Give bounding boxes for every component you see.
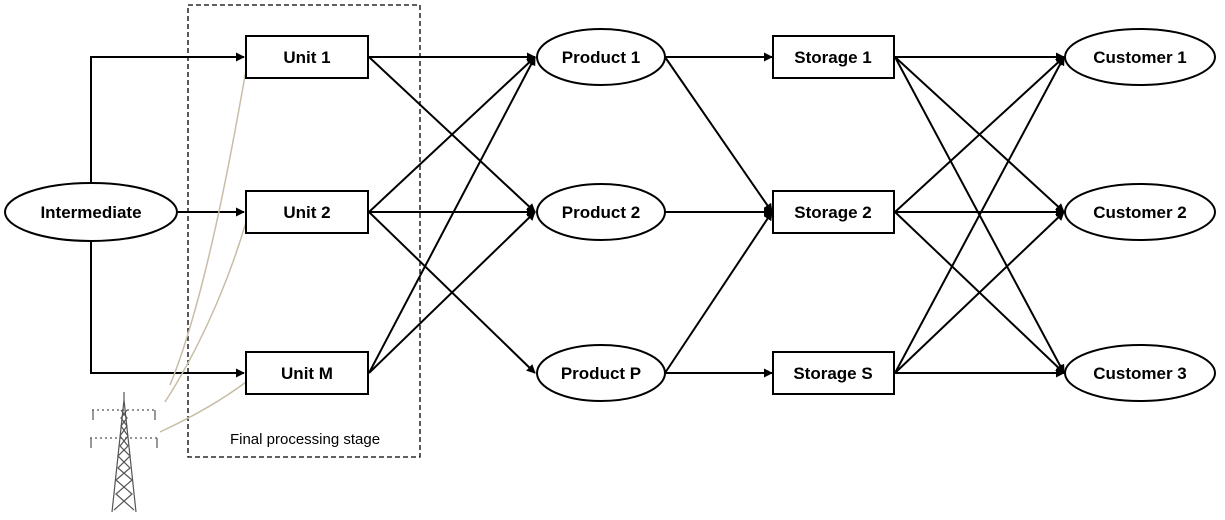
power-tower-icon (90, 392, 158, 513)
svg-text:Storage 2: Storage 2 (794, 203, 871, 222)
svg-text:Customer 1: Customer 1 (1093, 48, 1187, 67)
svg-text:Intermediate: Intermediate (40, 203, 141, 222)
edge-storage2-customer1 (894, 56, 1065, 213)
svg-text:Unit 2: Unit 2 (283, 203, 330, 222)
node-intermediate: Intermediate (4, 182, 178, 242)
node-product-2: Product 2 (536, 183, 666, 241)
node-product-p: Product P (536, 344, 666, 402)
svg-text:Product 1: Product 1 (562, 48, 640, 67)
edge-productp-storage2 (664, 211, 773, 374)
node-storage-1: Storage 1 (772, 35, 895, 79)
svg-text:Customer 2: Customer 2 (1093, 203, 1187, 222)
unit-product-edges (368, 52, 536, 374)
edge-unit2-product1 (368, 56, 536, 213)
svg-text:Unit M: Unit M (281, 364, 333, 383)
svg-text:Storage S: Storage S (793, 364, 872, 383)
edge-unitm-product1 (368, 56, 536, 374)
intermediate-edges (90, 52, 245, 378)
final-processing-stage-frame (187, 4, 421, 458)
node-unit-1: Unit 1 (245, 35, 369, 79)
storage-customer-edges (894, 52, 1065, 378)
edge-intermediate-unitm (90, 241, 245, 378)
final-processing-stage-label: Final processing stage (230, 431, 380, 448)
node-customer-2: Customer 2 (1064, 183, 1216, 241)
svg-text:Unit 1: Unit 1 (283, 48, 330, 67)
edge-storages-customer1 (894, 56, 1065, 374)
node-unit-2: Unit 2 (245, 190, 369, 234)
svg-text:Storage 1: Storage 1 (794, 48, 871, 67)
node-customer-1: Customer 1 (1064, 28, 1216, 86)
power-supply-lines (159, 69, 247, 433)
edge-intermediate-unit1 (90, 52, 245, 183)
svg-text:Product P: Product P (561, 364, 641, 383)
node-storage-2: Storage 2 (772, 190, 895, 234)
node-customer-3: Customer 3 (1064, 344, 1216, 402)
product-storage-edges (664, 52, 773, 378)
svg-text:Product 2: Product 2 (562, 203, 640, 222)
edge-storages-customer2 (894, 211, 1065, 374)
node-unit-m: Unit M (245, 351, 369, 395)
node-product-1: Product 1 (536, 28, 666, 86)
power-line-unitm (159, 381, 247, 433)
power-line-unit2 (164, 221, 247, 403)
edge-product1-storage2 (664, 56, 773, 213)
edge-unitm-product2 (368, 211, 536, 374)
power-line-unit1 (169, 69, 247, 386)
svg-text:Customer 3: Customer 3 (1093, 364, 1187, 383)
node-storage-s: Storage S (772, 351, 895, 395)
